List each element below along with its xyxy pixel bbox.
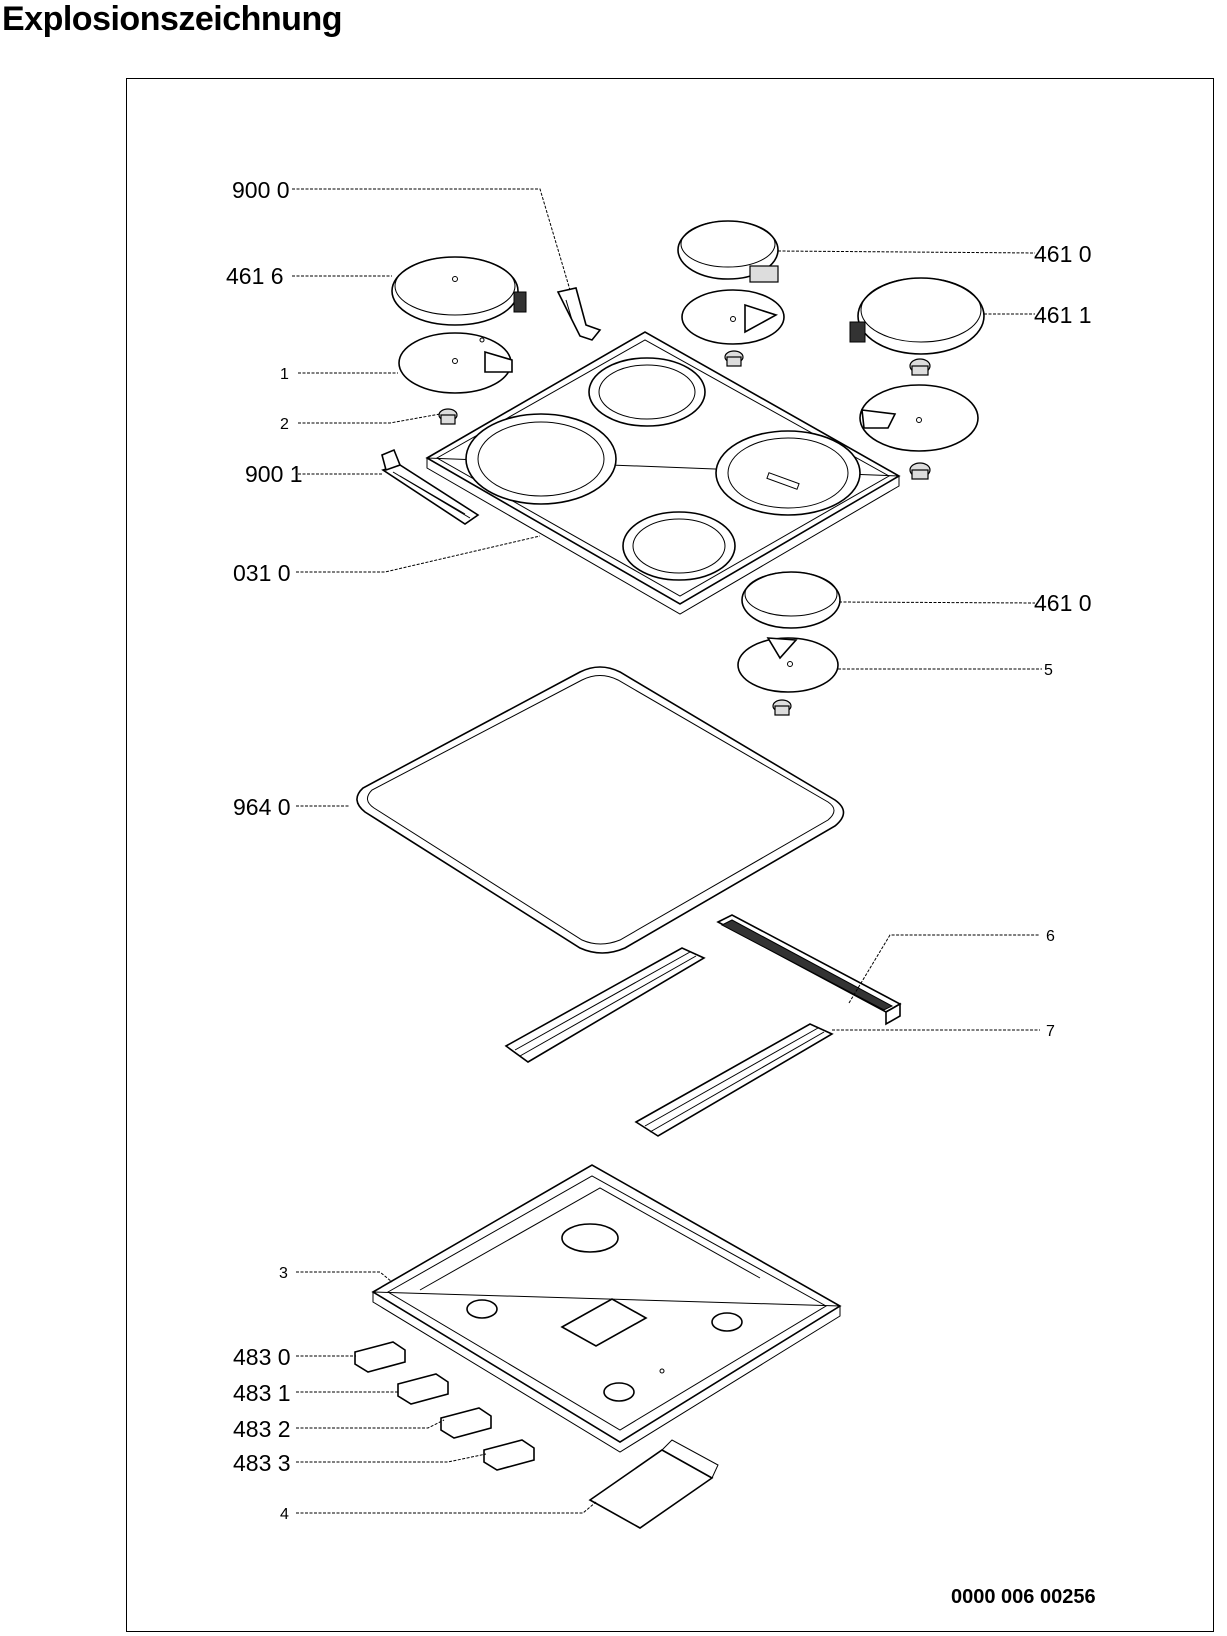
bracket-9000 [556,287,602,341]
nut-2 [438,408,458,425]
cover-4 [588,1439,719,1529]
connector-4832 [440,1407,492,1439]
label-7: 7 [1046,1023,1055,1040]
label-3: 3 [279,1265,288,1282]
page-title: Explosionszeichnung [2,0,342,38]
label-4: 4 [280,1506,289,1523]
plate-1 [398,332,513,394]
hotplate-4611 [849,277,985,480]
label-0310: 031 0 [233,560,291,586]
connector-4831 [397,1373,449,1405]
rail-7 [634,1023,834,1137]
label-4832: 483 2 [233,1416,291,1442]
connector-4830 [354,1341,406,1373]
label-4831: 483 1 [233,1380,291,1406]
cooktop-frame [425,331,901,615]
label-1: 1 [280,366,289,383]
label-6: 6 [1046,928,1055,945]
label-9640: 964 0 [233,794,291,820]
hotplate-4610-lower [737,571,841,716]
clip-9001 [381,448,480,525]
hotplate-4610-top [677,220,785,367]
label-4610-top: 461 0 [1034,241,1092,267]
label-9000: 900 0 [232,177,290,203]
label-4611: 461 1 [1034,302,1092,328]
rail-6 [716,914,902,1026]
drawing-frame [126,78,1214,1632]
label-4833: 483 3 [233,1450,291,1476]
label-2: 2 [280,416,289,433]
leader-lines [292,188,1042,1514]
rail-left [504,947,706,1063]
drawing-number: 0000 006 00256 [951,1586,1096,1608]
label-4830: 483 0 [233,1344,291,1370]
label-4610-lower: 461 0 [1034,590,1092,616]
label-9001: 900 1 [245,461,303,487]
base-tray-3 [371,1164,842,1453]
label-4616: 461 6 [226,263,284,289]
connector-4833 [483,1439,535,1471]
label-5: 5 [1044,662,1053,679]
hotplate-4616 [391,256,527,326]
gasket-9640 [356,666,845,954]
